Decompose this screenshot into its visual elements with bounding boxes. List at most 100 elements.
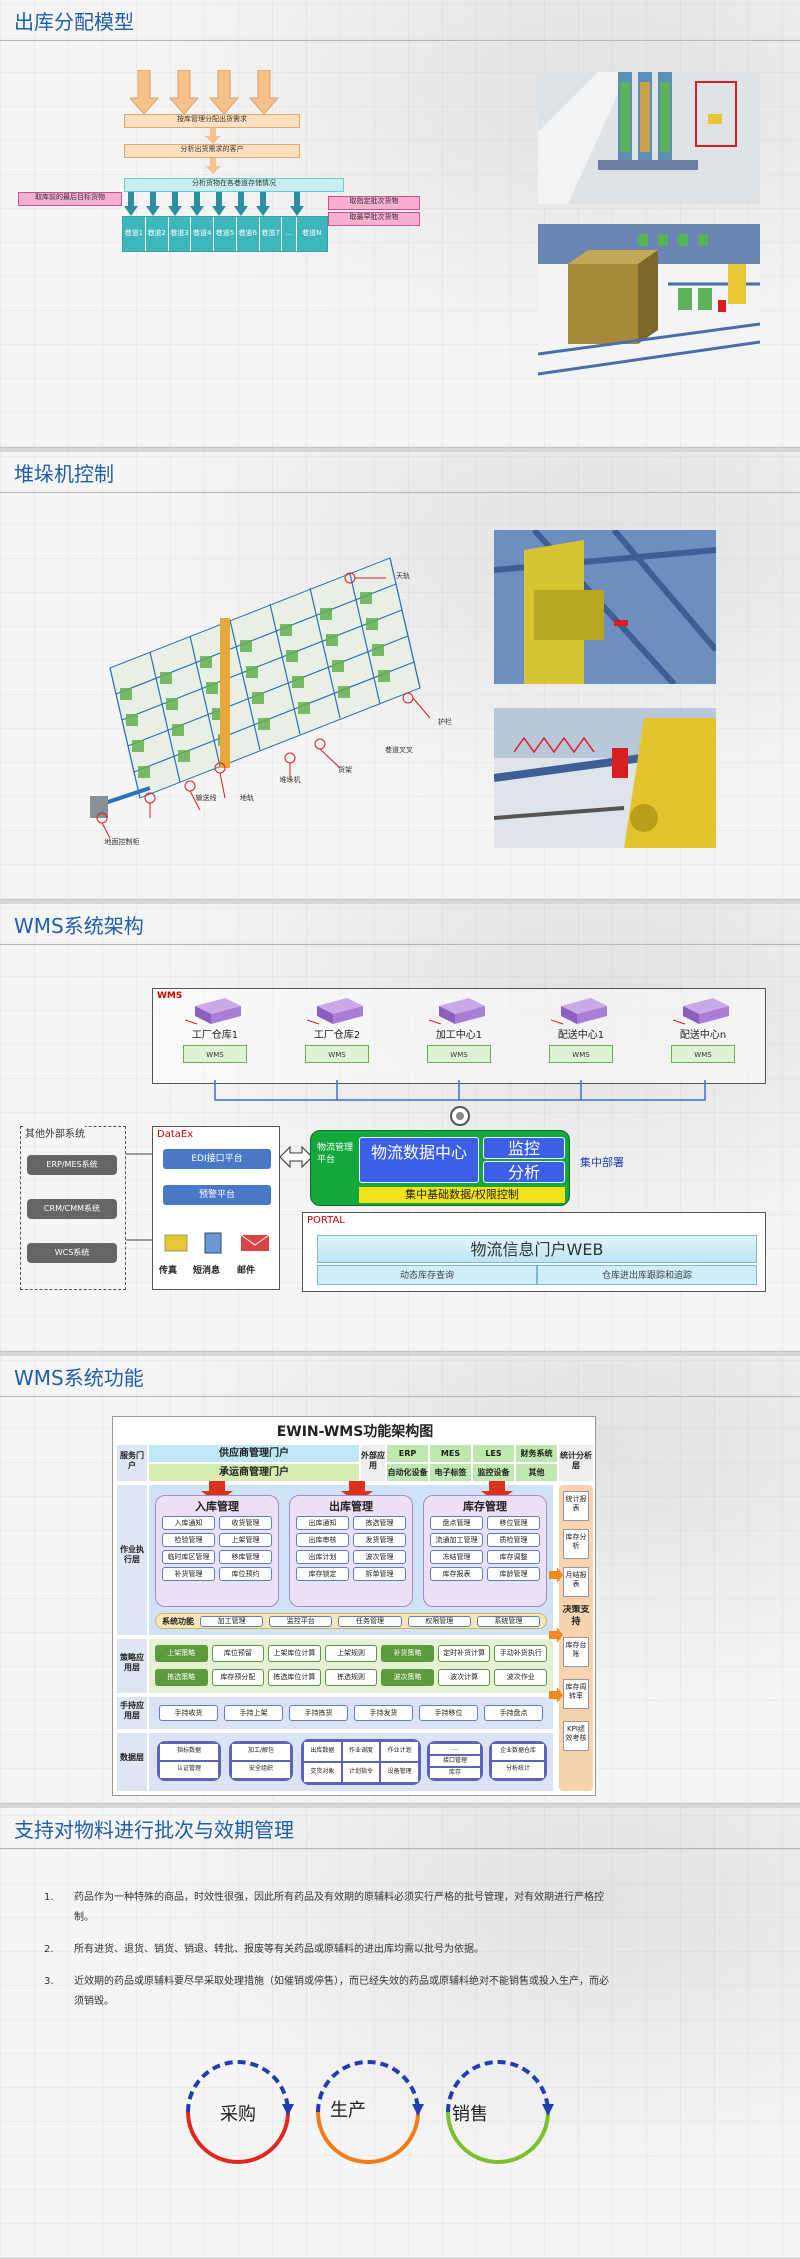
warehouse-3d-image-top xyxy=(538,72,760,204)
ext-app: MES xyxy=(430,1445,471,1462)
label-stacker: 堆垛机 xyxy=(279,776,301,784)
data-area: 指标数据 认证管理 加工/解包 安全组织 出库数据 作业调度 作业计划 交货对象… xyxy=(149,1733,553,1791)
inventory-item: 流通加工管理 xyxy=(430,1533,483,1547)
strategy-item: 上架规则 xyxy=(324,1645,378,1662)
rule-number: 3. xyxy=(44,1976,54,1987)
label-guardrail: 护栏 xyxy=(438,718,452,726)
site-4: 配送中心1 WMS xyxy=(526,996,636,1063)
data-cylinder: 企业数据仓库 分析统计 xyxy=(489,1741,547,1781)
notify-mail: 邮件 xyxy=(237,1266,256,1276)
inbound-item: 检验管理 xyxy=(162,1533,215,1547)
portal-tag: PORTAL xyxy=(307,1215,345,1226)
site-wms-box: WMS xyxy=(305,1045,369,1063)
sysfunc-item: 系统管理 xyxy=(476,1615,541,1627)
warehouse-icon xyxy=(429,998,485,1025)
label-ground-rail: 地轨 xyxy=(240,794,254,802)
flow-step-2: 分析出货需求的客户 xyxy=(124,144,300,158)
arch-title: EWIN-WMS功能架构图 xyxy=(276,1424,434,1440)
inbound-panel: 入库管理 入库通知 收货管理 检验管理 上架管理 临时库区管理 移库管理 补货管… xyxy=(155,1495,279,1607)
lane: 巷道N xyxy=(296,217,328,251)
inventory-item: 库龄管理 xyxy=(487,1567,540,1581)
strategy-grid: 上架策略 库位预留 上架库位计算 上架规则 补货策略 定时补货计算 手动补货执行… xyxy=(149,1639,553,1693)
handheld-item: 手持收货 xyxy=(159,1705,218,1721)
arrow-icon xyxy=(412,2104,424,2116)
flow-step-3: 分析货物在各巷道存储情况 xyxy=(124,178,344,192)
layer-portal: 服务门户 xyxy=(117,1445,147,1481)
inventory-item: 库存报表 xyxy=(430,1567,483,1581)
inventory-item: 盘点管理 xyxy=(430,1516,483,1530)
outbound-title: 出库管理 xyxy=(329,1500,373,1513)
carrier-portal: 承运商管理门户 xyxy=(149,1464,359,1481)
strategy-item: 手动补货执行 xyxy=(494,1645,547,1662)
site-wms-box: WMS xyxy=(183,1045,247,1063)
platform-label: 物流管理平台 xyxy=(317,1143,354,1165)
slide-title: 出库分配模型 xyxy=(14,10,134,34)
data-cylinder: .... 接口管理 库存 xyxy=(427,1741,483,1781)
stat-item: KPI绩效考核 xyxy=(563,1721,589,1751)
data-cylinder: 指标数据 认证管理 xyxy=(157,1741,221,1781)
rule-number: 1. xyxy=(44,1892,54,1903)
outbound-item: 出库审核 xyxy=(296,1533,349,1547)
portal-item: 动态库存查询 xyxy=(317,1265,537,1285)
warehouse-icon xyxy=(551,998,607,1025)
warehouse-icon xyxy=(307,998,363,1025)
inbound-item: 库位预约 xyxy=(219,1567,272,1581)
data-item: 作业计划 xyxy=(381,1742,418,1761)
stat-item: 库存周转率 xyxy=(563,1679,589,1709)
lane: 巷道5 xyxy=(214,217,237,251)
deploy-label: 集中部署 xyxy=(580,1156,624,1169)
monitor-module: 监控 xyxy=(483,1137,565,1159)
slide-batch-expiry: 支持对物料进行批次与效期管理 1. 药品作为一种特殊的商品，时效性很强，因此所有… xyxy=(0,1808,800,2259)
site-name: 配送中心n xyxy=(679,1030,727,1041)
sysfunc-item: 监控平台 xyxy=(269,1615,333,1627)
label-aisle-fork: 巷道叉叉 xyxy=(385,746,413,754)
outbound-item: 出库通知 xyxy=(296,1516,349,1530)
ext-title: 其他外部系统 xyxy=(25,1125,85,1140)
site-3: 加工中心1 WMS xyxy=(404,996,514,1063)
data-item: 接口管理 xyxy=(430,1756,480,1766)
function-architecture: EWIN-WMS功能架构图 服务门户 供应商管理门户 承运商管理门户 外部应用 … xyxy=(112,1416,596,1796)
rule-item: 3. 近效期的药品或原辅料要尽早采取处理措施（如催销或停售），而已经失效的药品或… xyxy=(44,1972,614,2012)
input-arrows xyxy=(130,70,280,115)
fax-icon xyxy=(164,1234,188,1252)
strategy-item: 库存预分配 xyxy=(211,1669,265,1686)
strategy-item: 拣选库位计算 xyxy=(268,1669,321,1686)
portal-title: 物流信息门户WEB xyxy=(317,1235,757,1263)
data-item: 分析统计 xyxy=(492,1762,544,1778)
handheld-item: 手持拣货 xyxy=(289,1705,348,1721)
base-data-bar: 集中基础数据/权限控制 xyxy=(359,1187,565,1203)
strategy-item: 定时补货计算 xyxy=(437,1645,491,1662)
data-item: 交货对象 xyxy=(304,1763,341,1782)
flow-step-1: 按库管理分配出货需求 xyxy=(124,114,300,128)
strategy-item: 拣选策略 xyxy=(155,1669,208,1686)
slide-title: WMS系统架构 xyxy=(14,914,144,938)
layer-stat: 统计分析层 xyxy=(559,1445,593,1481)
ext-system: ERP/MES系统 xyxy=(27,1155,117,1175)
outbound-panel: 出库管理 出库通知 拣选管理 出库审核 发货管理 出库计划 波次管理 库存锁定 … xyxy=(289,1495,413,1607)
data-item: 指标数据 xyxy=(160,1744,218,1760)
stacker-photo-bottom xyxy=(494,708,716,848)
alert-platform: 预警平台 xyxy=(163,1185,271,1205)
stat-column: 统计报表 库存分析 月结报表 决策支持 库存台账 库存周转率 KPI绩效考核 xyxy=(559,1485,593,1791)
left-tag: 取库前的最后目标货物 xyxy=(18,192,122,206)
data-item: 计划指令 xyxy=(342,1763,380,1782)
slide-stacker-control: 堆垛机控制 天轨 护栏 货架 巷道叉叉 堆垛机 地轨 输送线 地 xyxy=(0,452,800,900)
strategy-item: 上架策略 xyxy=(155,1645,208,1662)
outbound-item: 拣选管理 xyxy=(353,1516,406,1530)
arrow-icon xyxy=(542,2104,554,2116)
cycle-sales: 销售 xyxy=(452,2104,488,2125)
ext-system: WCS系统 xyxy=(27,1243,117,1263)
external-apps: ERP MES LES 财务系统 自动化设备 电子标签 监控设备 其他 xyxy=(387,1445,557,1481)
data-item: 认证管理 xyxy=(160,1762,218,1778)
warehouse-icon xyxy=(185,998,241,1025)
sysfunc-item: 权限管理 xyxy=(407,1615,471,1627)
double-arrow-icon xyxy=(280,1145,312,1169)
mail-icon xyxy=(241,1235,269,1251)
edi-platform: EDI接口平台 xyxy=(163,1149,271,1169)
central-platform: 物流管理平台 物流数据中心 监控 分析 集中基础数据/权限控制 xyxy=(310,1130,570,1206)
ext-app: 监控设备 xyxy=(473,1464,514,1481)
strategy-item: 拣选规则 xyxy=(324,1669,378,1686)
slide-title: 堆垛机控制 xyxy=(14,462,114,486)
handheld-grid: 手持收货 手持上架 手持拣货 手持发货 手持移位 手持盘点 xyxy=(149,1697,553,1729)
ext-app: 自动化设备 xyxy=(387,1464,428,1481)
